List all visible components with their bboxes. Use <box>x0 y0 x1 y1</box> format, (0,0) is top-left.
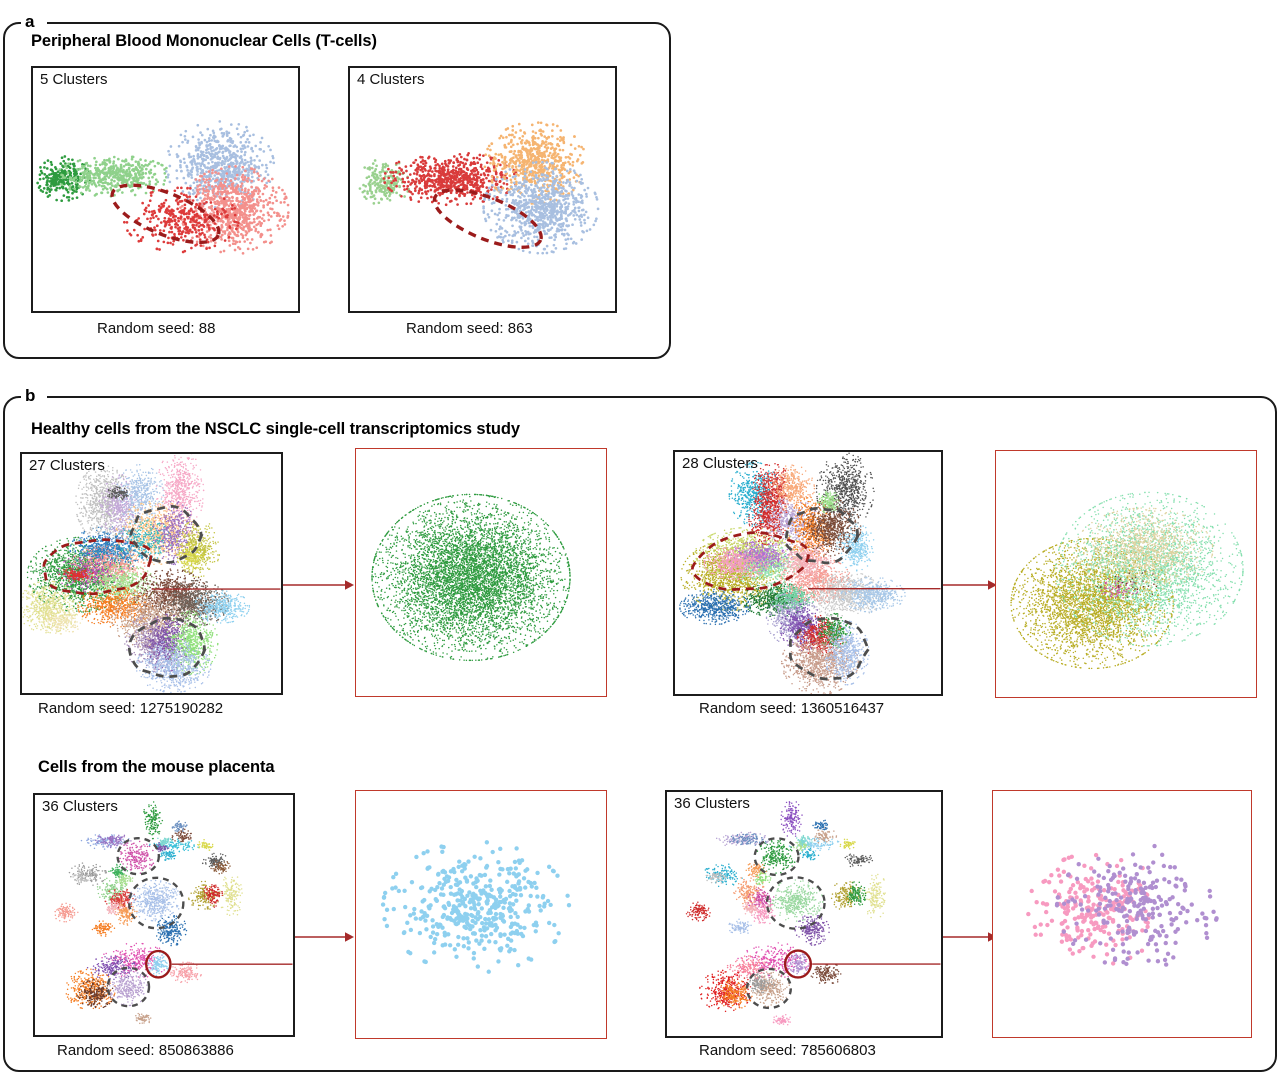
zoom-arrow-nsclc-28 <box>943 578 998 592</box>
plot-nsclc-27clusters[interactable] <box>20 452 283 695</box>
zoom-arrow-nsclc-27 <box>283 578 355 592</box>
scatter-pbmc-5clusters <box>36 120 290 255</box>
cluster-count-pbmc-4: 4 Clusters <box>357 71 425 88</box>
scatter-pbmc-4clusters <box>358 121 600 255</box>
section-title-nsclc: Healthy cells from the NSCLC single-cell… <box>31 420 520 439</box>
scatter-placenta-36a-zoom <box>380 840 572 974</box>
panel-a-label-notch <box>21 20 47 26</box>
panel-a-frame <box>3 22 671 359</box>
plot-pbmc-4clusters[interactable] <box>348 66 617 313</box>
plot-nsclc-28-zoom[interactable] <box>995 450 1257 698</box>
panel-b-label-notch <box>21 394 47 400</box>
panel-a-letter: a <box>25 13 34 30</box>
scatter-placenta-36a <box>54 801 293 1025</box>
scatter-nsclc-28-zoom <box>1010 491 1244 670</box>
seed-caption-nsclc-28: Random seed: 1360516437 <box>699 700 884 717</box>
cluster-count-placenta-b: 36 Clusters <box>674 795 750 812</box>
scatter-nsclc-28clusters <box>679 452 941 694</box>
panel-b-letter: b <box>25 387 35 404</box>
cluster-count-nsclc-28: 28 Clusters <box>682 455 758 472</box>
plot-nsclc-27-zoom[interactable] <box>355 448 607 697</box>
scatter-nsclc-27clusters <box>22 454 281 693</box>
cluster-count-pbmc-5: 5 Clusters <box>40 71 108 88</box>
plot-placenta-36b[interactable] <box>665 790 943 1038</box>
plot-placenta-36a-zoom[interactable] <box>355 790 607 1039</box>
scatter-placenta-36b-zoom <box>1026 843 1219 967</box>
section-title-placenta: Cells from the mouse placenta <box>38 758 275 777</box>
scatter-placenta-36b <box>685 801 941 1026</box>
seed-caption-placenta-b: Random seed: 785606803 <box>699 1042 876 1059</box>
cluster-count-nsclc-27: 27 Clusters <box>29 457 105 474</box>
plot-nsclc-28clusters[interactable] <box>673 450 943 696</box>
panel-a-title: Peripheral Blood Mononuclear Cells (T-ce… <box>31 32 377 51</box>
panel-b-frame <box>3 396 1277 1072</box>
cluster-count-placenta-a: 36 Clusters <box>42 798 118 815</box>
plot-pbmc-5clusters[interactable] <box>31 66 300 313</box>
zoom-arrow-placenta-b <box>943 930 998 944</box>
seed-caption-pbmc-5: Random seed: 88 <box>97 320 215 337</box>
scatter-nsclc-27-zoom <box>371 493 571 662</box>
panel-b: b <box>3 387 1277 1072</box>
plot-placenta-36a[interactable] <box>33 793 295 1037</box>
zoom-arrow-placenta-a <box>295 930 355 944</box>
plot-placenta-36b-zoom[interactable] <box>992 790 1252 1038</box>
seed-caption-placenta-a: Random seed: 850863886 <box>57 1042 234 1059</box>
panel-a: a <box>3 13 671 359</box>
seed-caption-pbmc-4: Random seed: 863 <box>406 320 533 337</box>
seed-caption-nsclc-27: Random seed: 1275190282 <box>38 700 223 717</box>
